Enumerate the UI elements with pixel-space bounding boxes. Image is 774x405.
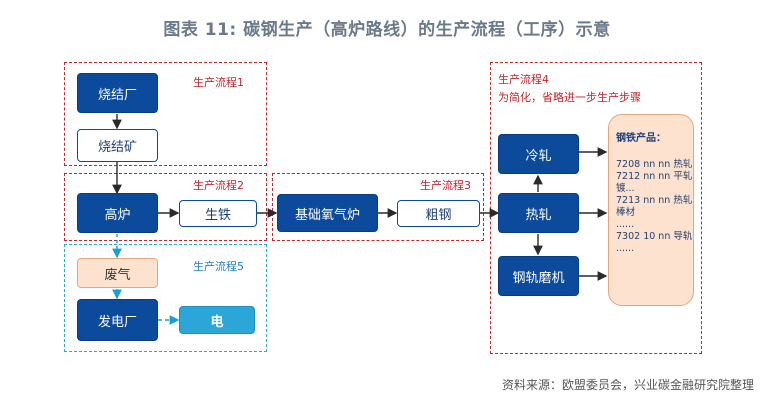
product-line: 7208 nn nn 热轧 <box>616 159 693 170</box>
node-sinter-plant: 烧结厂 <box>77 73 158 113</box>
product-line: 7302 10 nn 导轨 <box>616 231 693 242</box>
steel-products-panel: 钢铁产品： 7208 nn nn 热轧 7212 nn nn 平轧， 镀... … <box>608 114 694 306</box>
stage-1-frame <box>64 62 267 166</box>
node-pig-iron: 生铁 <box>179 200 257 227</box>
stage-3-label: 生产流程3 <box>420 179 471 192</box>
source-note: 资料来源：欧盟委员会，兴业碳金融研究院整理 <box>501 378 754 392</box>
stage-4-frame <box>490 62 702 354</box>
stage-3-frame <box>272 173 484 241</box>
node-blast-furnace: 高炉 <box>77 193 158 233</box>
steel-products-title: 钢铁产品： <box>616 133 666 144</box>
node-rail-mill: 钢轨磨机 <box>498 256 579 296</box>
product-line: 7213 nn nn 热轧 <box>616 195 693 206</box>
node-sinter-ore: 烧结矿 <box>77 129 158 162</box>
product-line: ...... <box>616 219 635 230</box>
stage-4-label: 生产流程4 <box>498 73 549 86</box>
figure-title: 图表 11: 碳钢生产（高炉路线）的生产流程（工序）示意 <box>163 20 611 40</box>
node-crude-steel: 粗钢 <box>397 200 480 227</box>
stage-2-frame <box>64 173 267 241</box>
product-line: 镀... <box>616 183 635 194</box>
node-electricity: 电 <box>179 306 255 334</box>
node-cold-rolling: 冷轧 <box>498 134 579 174</box>
stage-5-frame <box>64 244 267 352</box>
product-line: ...... <box>616 243 635 254</box>
stage-1-label: 生产流程1 <box>193 76 244 89</box>
product-line: 棒材 <box>616 207 636 218</box>
stage-4-note: 为简化，省略进一步生产步骤 <box>498 91 641 104</box>
node-bof: 基础氧气炉 <box>277 194 378 232</box>
node-waste-gas: 废气 <box>77 258 158 288</box>
product-line: 7212 nn nn 平轧， <box>616 171 694 182</box>
stage-2-label: 生产流程2 <box>193 179 244 192</box>
node-hot-rolling: 热轧 <box>498 193 579 233</box>
node-power-plant: 发电厂 <box>77 299 158 341</box>
stage-5-label: 生产流程5 <box>193 260 244 273</box>
